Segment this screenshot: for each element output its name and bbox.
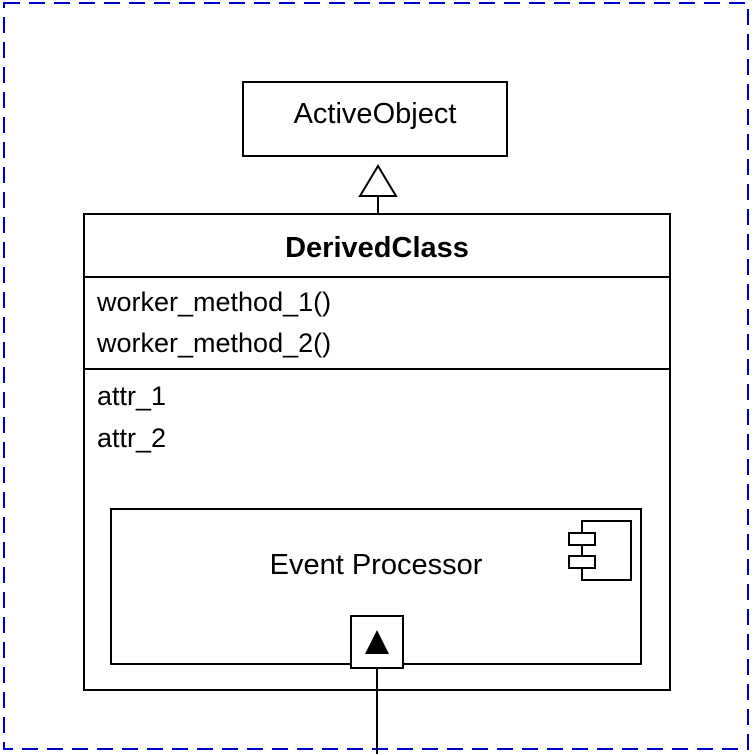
component-port[interactable]: [350, 615, 404, 669]
method-item: worker_method_2(): [97, 328, 332, 358]
generalization-arrowhead: [358, 164, 398, 197]
attribute-item: attr_1: [97, 381, 167, 411]
derived-class-name: DerivedClass: [285, 232, 469, 264]
parent-class-name: ActiveObject: [293, 98, 457, 130]
attribute-item: attr_2: [97, 423, 167, 453]
component-name: Event Processor: [269, 549, 483, 581]
component-icon: [568, 520, 632, 581]
triangle-up-icon: [365, 630, 389, 654]
method-item: worker_method_1(): [97, 287, 332, 317]
parent-class-box[interactable]: [242, 81, 508, 157]
